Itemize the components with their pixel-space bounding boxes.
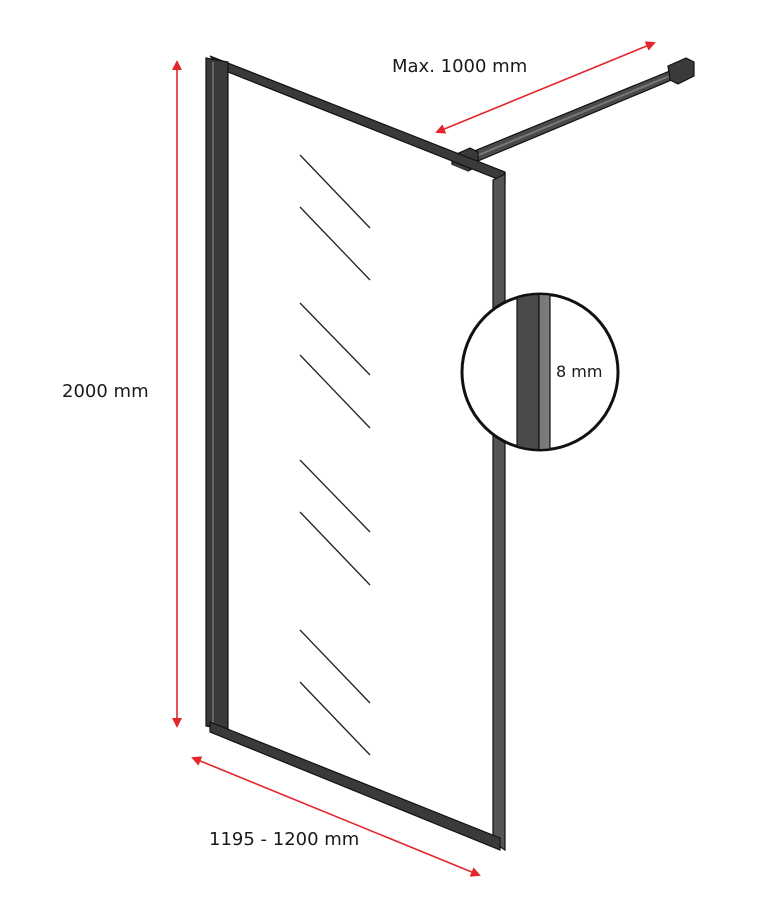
width-arrow — [191, 756, 481, 877]
width-label: 1195 - 1200 mm — [209, 829, 360, 850]
wall-bracket — [667, 57, 695, 85]
thickness-detail — [460, 292, 620, 452]
glass-thickness-label: 8 mm — [556, 362, 603, 381]
dimension-arrows — [172, 41, 656, 877]
glass-panel — [205, 55, 506, 852]
left-frame — [205, 57, 229, 731]
height-label: 2000 mm — [62, 381, 149, 402]
bar-length-label: Max. 1000 mm — [392, 56, 528, 77]
bar-length-arrow — [435, 41, 656, 134]
right-edge — [492, 173, 506, 852]
glass-reflections — [299, 154, 371, 756]
